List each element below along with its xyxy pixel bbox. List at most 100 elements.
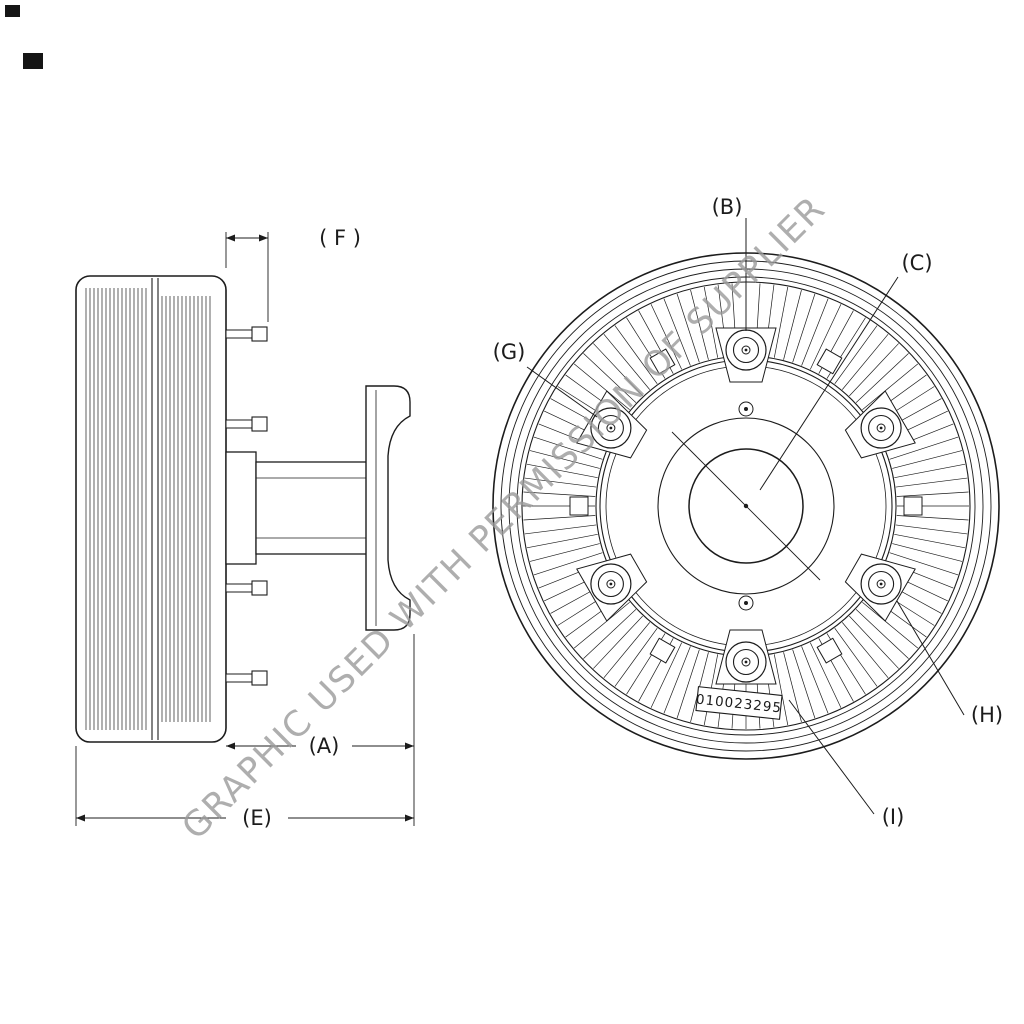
part-number-frame (695, 686, 783, 720)
callout-label-h: (H) (971, 703, 1003, 727)
fin-line (614, 325, 658, 385)
fin-line (603, 333, 651, 390)
arrowhead (405, 814, 414, 822)
arrowhead (226, 234, 235, 242)
fin-line (896, 515, 969, 521)
grease-fitting-dot (744, 601, 748, 605)
fin-line (603, 622, 651, 679)
arrowhead (226, 742, 235, 750)
stud-shaft (225, 583, 253, 593)
fin-line (583, 609, 637, 659)
hub-center-details (671, 401, 821, 611)
fin-line (524, 477, 597, 488)
leader-i (788, 699, 875, 815)
side-fins (85, 278, 211, 740)
bolt-center-dot (879, 582, 883, 586)
fin-line (676, 293, 700, 363)
dimension-A: (A) (226, 634, 415, 826)
fin-line (792, 649, 816, 719)
stud-shaft (225, 673, 253, 683)
fin-line (773, 286, 789, 358)
dimension-E: (E) (75, 746, 414, 830)
fin-line (583, 353, 637, 403)
callout-label-g: (G) (493, 340, 526, 364)
fin-line (855, 609, 909, 659)
stud-head (251, 670, 268, 686)
fin-line (855, 353, 909, 403)
fin-line (690, 289, 709, 360)
side-view: ( F ) (A) (E) (75, 226, 415, 830)
arrowhead (259, 234, 268, 242)
fin-line (523, 515, 596, 521)
rim-tab (816, 637, 843, 664)
bolt-center-mark (606, 579, 616, 589)
fin-line (650, 642, 683, 708)
fin-line (703, 286, 719, 358)
fin-line (593, 615, 643, 669)
fin-line (663, 298, 691, 366)
fin-line (650, 304, 683, 370)
fin-line (801, 298, 829, 366)
fin-line (849, 343, 899, 397)
stud-shaft (225, 419, 253, 429)
grease-fitting-dot (744, 407, 748, 411)
fin-line (895, 477, 968, 488)
fin-line (894, 463, 966, 479)
fin-line (809, 642, 842, 708)
fin-line (892, 543, 963, 562)
fin-line (801, 646, 829, 714)
stud-head (251, 416, 268, 432)
fin-line (783, 652, 802, 723)
leader-g (526, 366, 598, 418)
bolt-center-mark (606, 423, 616, 433)
front-view: 010023295 (B) (C) (G) (H) (I) (492, 195, 1003, 829)
bolt-center-mark (876, 579, 886, 589)
dim-label-e: (E) (242, 806, 272, 830)
fin-line (663, 646, 691, 714)
dimension-F: ( F ) (225, 226, 361, 322)
fin-line (892, 450, 963, 469)
callout-label-c: (C) (901, 251, 932, 275)
stud-head (251, 580, 268, 596)
rim-tabs (569, 348, 923, 664)
fin-line (834, 627, 878, 687)
bolt-center-dot (744, 348, 748, 352)
fin-line (809, 304, 842, 370)
fin-line (573, 363, 630, 411)
fin-line (841, 333, 889, 390)
bolt-center-mark (741, 657, 751, 667)
dim-label-a: (A) (309, 734, 340, 758)
fin-line (773, 654, 789, 726)
center-point (743, 503, 749, 509)
fin-line (593, 343, 643, 397)
dim-label-f: ( F ) (319, 226, 361, 250)
leader-h (896, 600, 965, 716)
fin-line (533, 552, 603, 576)
rim-tab (649, 348, 676, 375)
shaft-collar (225, 451, 257, 565)
fin-line (526, 533, 598, 549)
fin-line (792, 293, 816, 363)
rim-tab (649, 637, 676, 664)
fin-line (849, 615, 899, 669)
part-number-box: 010023295 (695, 686, 783, 720)
fin-line (862, 601, 919, 649)
fin-line (841, 622, 889, 679)
fin-line (526, 463, 598, 479)
rim-tab (569, 496, 589, 516)
callout-label-i: (I) (882, 805, 905, 829)
fin-line (889, 552, 959, 576)
fin-line (529, 450, 600, 469)
fin-line (533, 436, 603, 460)
fin-line (529, 543, 600, 562)
rim-tab (903, 496, 923, 516)
fin-line (783, 289, 802, 360)
stud-head (251, 326, 268, 342)
fin-line (676, 649, 700, 719)
fin-line (894, 533, 966, 549)
fin-line (889, 436, 959, 460)
fin-line (896, 491, 969, 497)
mounting-studs (225, 326, 268, 686)
bolt-center-mark (876, 423, 886, 433)
